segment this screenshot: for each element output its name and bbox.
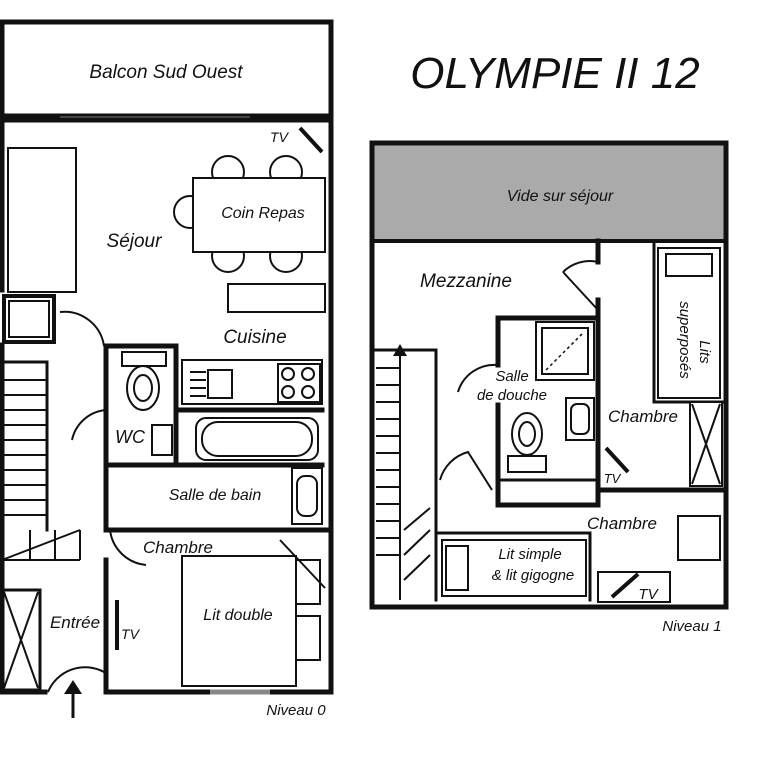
kitchen-label: Cuisine [223,327,286,348]
wc-label: WC [115,427,146,447]
double-bed [181,555,297,687]
shower-room-label-line2: de douche [477,387,547,404]
level-1-outer-wall [369,140,729,610]
tv-icon-bedroom-a [604,446,630,474]
bunk-beds-label-line1: Lits [696,340,713,364]
tv-label-bedroom: TV [121,626,141,642]
dining-label: Coin Repas [221,205,305,222]
tv-icon-bedroom-b [610,572,640,599]
shower-room-label-line1: Salle [495,368,528,385]
bunk-beds-label-line2: superposés [676,301,693,379]
shower-room-toilet [511,412,543,456]
wc-sink [151,424,173,456]
stairs-level-0 [0,360,81,692]
void-label: Vide sur séjour [507,188,614,205]
bedroom-b-label: Chambre [587,514,657,533]
sofa [7,147,77,293]
level-0-label: Niveau 0 [266,702,326,719]
entrance-arrow-icon [64,680,82,718]
entrance-label: Entrée [50,613,100,632]
balcony-outline [0,19,334,119]
stairs-level-1 [374,344,438,602]
tv-label-bedroom-b: TV [638,586,659,603]
armchair [677,515,721,561]
plan-title: OLYMPIE II 12 [410,49,699,98]
level-1-plan: Vide sur séjour Mezzanine Salle de douch… [369,140,729,635]
dining-table [173,155,326,273]
shower [535,321,595,381]
double-bed-label: Lit double [203,607,272,624]
beds-label-line1: Lit simple [498,546,561,563]
bathtub [195,417,319,461]
mezzanine-label: Mezzanine [420,271,512,292]
single-and-trundle-bed [441,539,587,597]
living-room-label: Séjour [107,231,163,252]
stairs-up-arrow-icon [393,344,407,356]
tv-label-living: TV [270,129,290,145]
bathroom-label: Salle de bain [169,487,262,504]
bedroom-label: Chambre [143,538,213,557]
kitchen-wall [103,343,325,413]
beds-label-line2: & lit gigogne [492,567,575,584]
toilet [126,365,160,411]
bunk-beds [657,247,721,399]
tv-label-bedroom-a: TV [604,471,622,486]
level-0-plan: Balcon Sud Ouest Séjour Coin Repas Cuisi… [0,19,334,719]
balcony-label: Balcon Sud Ouest [89,62,243,83]
bathroom-wall [103,462,334,533]
level-1-label: Niveau 1 [662,618,721,635]
bedroom-a-label: Chambre [608,407,678,426]
kitchen-counter [227,283,326,313]
tv-icon [298,126,324,154]
